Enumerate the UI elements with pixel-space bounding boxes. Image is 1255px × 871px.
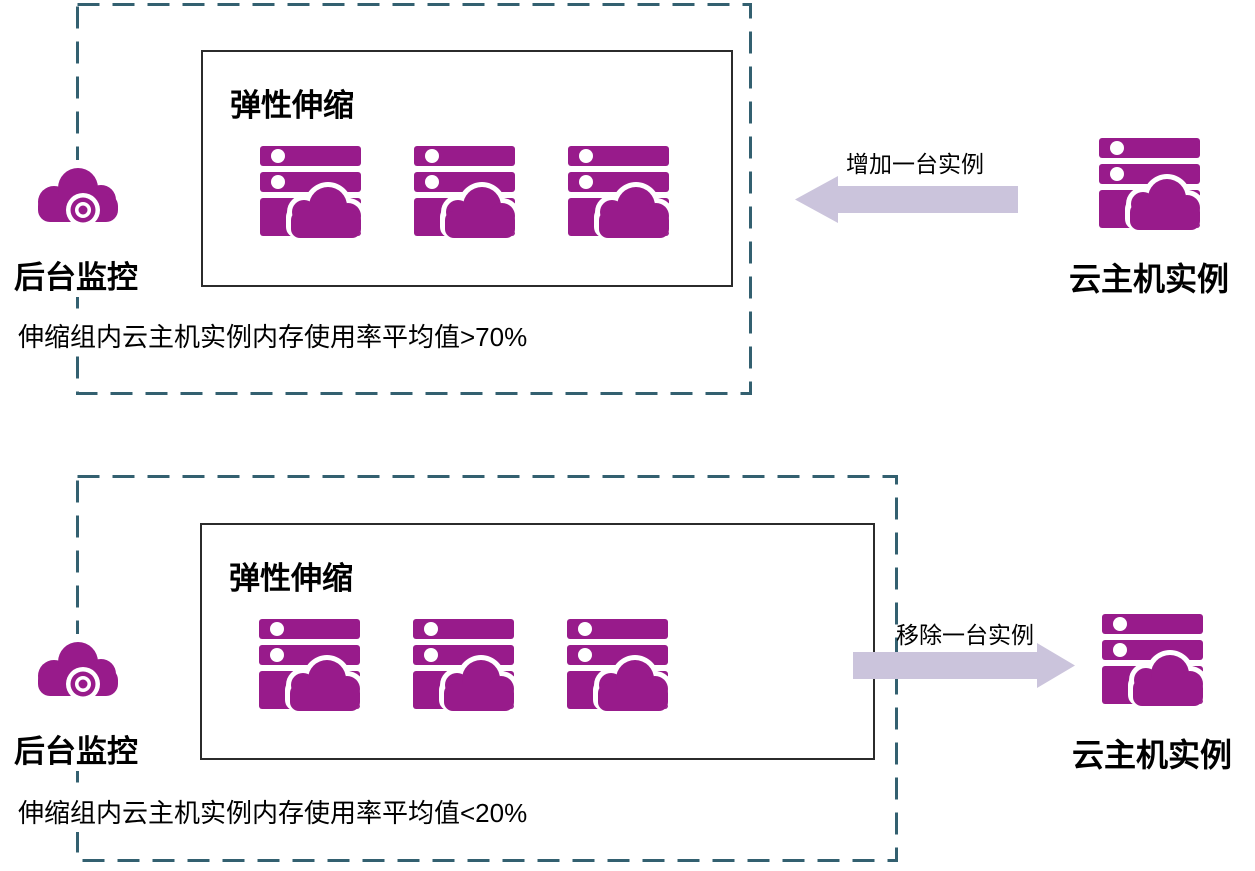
scale-in-action-label: 移除一台实例	[896, 622, 1034, 648]
server-cloud-icon	[412, 146, 517, 238]
scaling-group-instances	[258, 146, 671, 238]
instance-label: 云主机实例	[1069, 261, 1230, 297]
backend-monitor: 后台监控	[14, 634, 164, 771]
scaling-group-title: 弹性伸缩	[230, 88, 354, 123]
scaling-group-box: 弹性伸缩	[201, 50, 733, 287]
scaling-group-title: 弹性伸缩	[229, 561, 353, 596]
backend-monitor: 后台监控	[14, 160, 164, 297]
monitor-label: 后台监控	[14, 734, 138, 769]
left-arrow-icon	[795, 176, 1018, 223]
server-cloud-icon	[1097, 138, 1202, 230]
server-cloud-icon	[258, 146, 363, 238]
server-cloud-icon	[411, 619, 516, 711]
cloud-monitor-icon	[27, 160, 129, 240]
server-cloud-icon	[257, 619, 362, 711]
server-cloud-icon	[1100, 614, 1205, 706]
scale-out-condition: 伸缩组内云主机实例内存使用率平均值>70%	[16, 315, 532, 356]
cloud-host-instance: 云主机实例	[1072, 614, 1232, 776]
cloud-monitor-icon	[27, 634, 129, 714]
scaling-group-box: 弹性伸缩	[200, 523, 875, 760]
scale-in-condition: 伸缩组内云主机实例内存使用率平均值<20%	[16, 791, 532, 832]
instance-label: 云主机实例	[1072, 737, 1233, 773]
cloud-host-instance: 云主机实例	[1069, 138, 1229, 300]
server-cloud-icon	[565, 619, 670, 711]
scale-out-action-label: 增加一台实例	[846, 151, 984, 177]
server-cloud-icon	[566, 146, 671, 238]
scaling-group-instances	[257, 619, 670, 711]
monitor-label: 后台监控	[14, 260, 138, 295]
